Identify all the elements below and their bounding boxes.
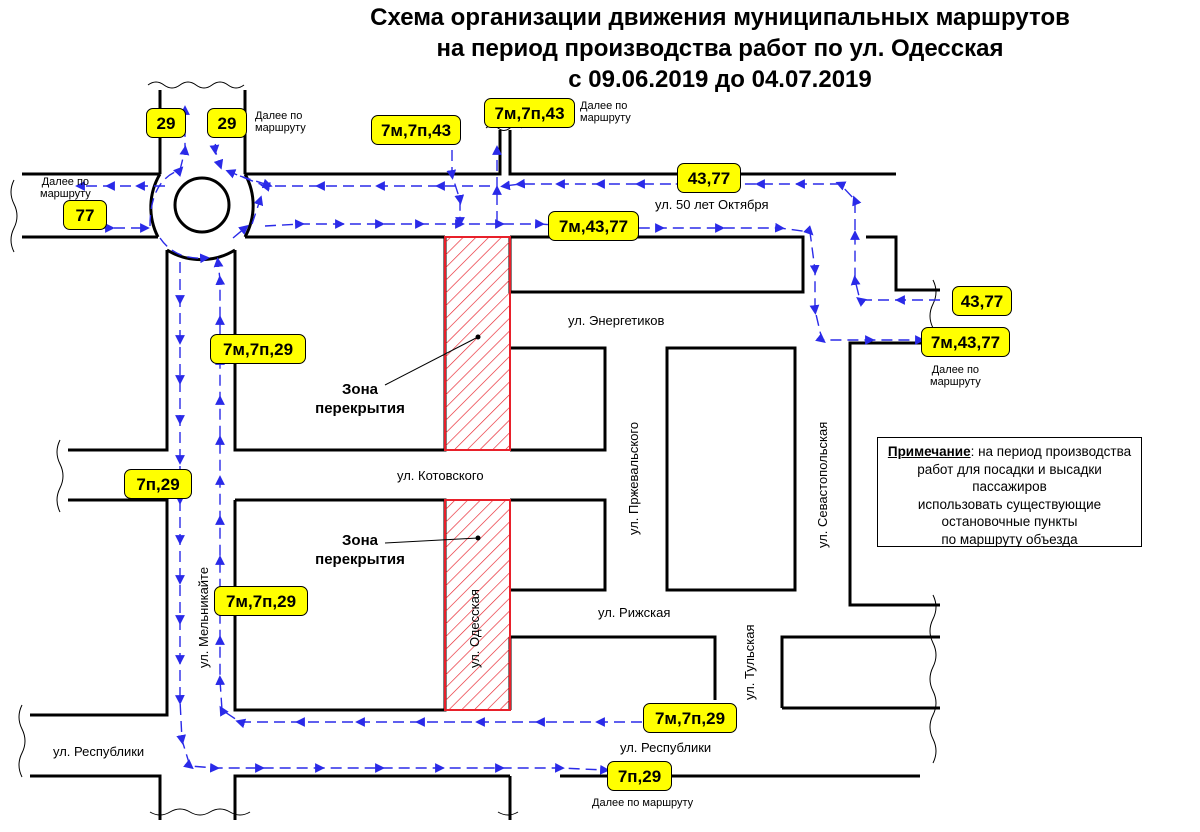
note-text-5: по маршруту объезда [941, 531, 1078, 547]
street-label-melnikaite: ул. Мельникайте [196, 566, 211, 668]
note-text-4: остановочные пункты [941, 514, 1078, 529]
route-badge-7m7p43-left: 7м,7п,43 [371, 115, 461, 145]
route-badge-7p29-bottom: 7п,29 [607, 761, 672, 791]
route-badge-7m7p43-top: 7м,7п,43 [484, 98, 575, 128]
further-note-29: Далее по маршруту [255, 110, 306, 134]
roundabout-island [173, 176, 231, 234]
street-label-rizhskaya: ул. Рижская [598, 605, 671, 620]
route-badge-7m4377-right: 7м,43,77 [921, 327, 1010, 357]
route-badge-7m7p29-upper: 7м,7п,29 [210, 334, 306, 364]
further-note-43: Далее по маршруту [580, 100, 631, 124]
street-label-przhevalskogo: ул. Пржевальского [626, 421, 641, 535]
route-badge-4377-right: 43,77 [952, 286, 1012, 316]
note-heading: Примечание [887, 444, 971, 459]
street-label-tulskaya: ул. Тульская [742, 624, 757, 700]
closure-zone-label-upper: Зона перекрытия [315, 381, 405, 417]
route-badge-77: 77 [63, 200, 107, 230]
route-badge-29-left: 29 [146, 108, 186, 138]
note-text-2: работ для посадки и высадки пассажиров [917, 461, 1102, 495]
street-label-oktyabrya: ул. 50 лет Октября [655, 197, 769, 212]
route-badge-7m4377-top: 7м,43,77 [548, 211, 639, 241]
route-badge-7m7p29-bottom: 7м,7п,29 [643, 703, 737, 733]
title-line-1: Схема организации движения муниципальных… [370, 4, 1070, 31]
route-badge-7p29-left: 7п,29 [124, 469, 192, 499]
title-line-3: с 09.06.2019 до 04.07.2019 [568, 66, 872, 93]
further-note-77: Далее по маршруту [40, 176, 91, 200]
further-note-right: Далее по маршруту [930, 364, 981, 388]
street-label-odesskaya: ул. Одесская [467, 589, 482, 668]
zone-dot-lower [475, 535, 481, 541]
further-note-bottom: Далее по маршруту [592, 797, 694, 809]
street-label-energetikov: ул. Энергетиков [568, 313, 665, 328]
closure-zone-label-lower: Зона перекрытия [315, 532, 405, 568]
street-label-sevastopolskaya: ул. Севастопольская [815, 421, 830, 548]
street-label-respubliki-left: ул. Республики [53, 744, 145, 759]
route-badge-29-right: 29 [207, 108, 247, 138]
closure-zone-upper [444, 236, 511, 451]
route-badge-4377-top: 43,77 [677, 163, 741, 193]
street-label-kotovskogo: ул. Котовского [397, 468, 484, 483]
title-line-2: на период производства работ по ул. Одес… [436, 35, 1004, 62]
street-label-respubliki-right: ул. Республики [620, 740, 712, 755]
zone-dot-upper [475, 334, 481, 340]
note-text-3: использовать существующие [917, 496, 1102, 512]
map-title: Схема организации движения муниципальных… [340, 2, 1100, 95]
note-text-1: : на период производства [970, 444, 1132, 459]
note-box: Примечание: на период производства работ… [877, 437, 1142, 547]
route-badge-7m7p29-lower: 7м,7п,29 [214, 586, 308, 616]
